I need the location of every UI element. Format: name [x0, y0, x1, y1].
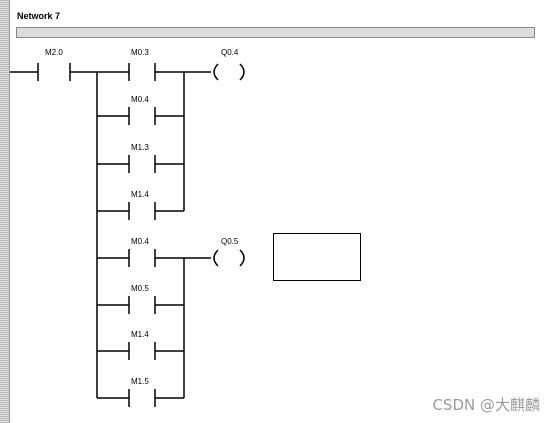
- contact-label: M1.3: [131, 143, 149, 152]
- contact-m2-0[interactable]: M2.0: [37, 48, 71, 81]
- contact-label: M0.4: [131, 95, 149, 104]
- contact-label: M1.5: [131, 377, 149, 386]
- coil-q0-4[interactable]: Q0.4: [213, 48, 245, 81]
- contact-m1-3[interactable]: M1.3: [128, 143, 156, 173]
- coil-label: Q0.5: [221, 237, 239, 246]
- contact-m1-4-second[interactable]: M1.4: [128, 330, 156, 360]
- power-rail: [0, 0, 10, 423]
- contact-m0-4-second[interactable]: M0.4: [128, 237, 156, 267]
- contact-m0-5[interactable]: M0.5: [128, 284, 156, 314]
- coil-label: Q0.4: [221, 48, 239, 57]
- contact-label: M0.4: [131, 237, 149, 246]
- network-comment-field[interactable]: [16, 27, 535, 38]
- contact-m1-5[interactable]: M1.5: [128, 377, 156, 407]
- empty-box-element[interactable]: [273, 233, 361, 281]
- contact-label: M1.4: [131, 190, 149, 199]
- watermark-text: CSDN @大麒麟: [432, 396, 540, 414]
- contact-label: M2.0: [45, 48, 63, 57]
- contact-label: M0.5: [131, 284, 149, 293]
- coil-q0-5[interactable]: Q0.5: [213, 237, 245, 267]
- contact-m0-3[interactable]: M0.3: [128, 48, 156, 81]
- contact-label: M0.3: [131, 48, 149, 57]
- contact-m1-4[interactable]: M1.4: [128, 190, 156, 220]
- contact-m0-4[interactable]: M0.4: [128, 95, 156, 125]
- contact-label: M1.4: [131, 330, 149, 339]
- network-title[interactable]: Network 7: [17, 11, 61, 21]
